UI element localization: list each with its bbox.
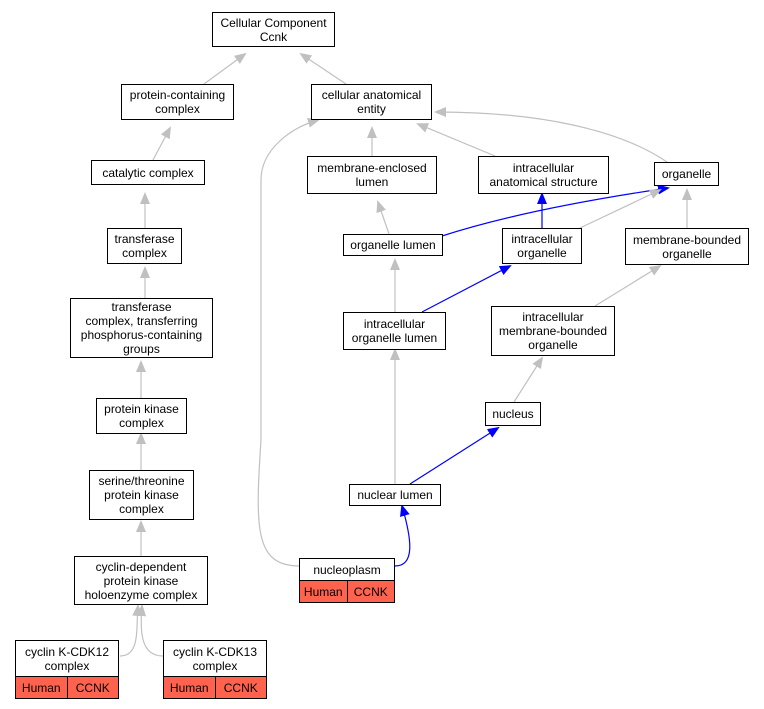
annotation-species-badge[interactable]: Human xyxy=(16,677,67,698)
edge-cdk12-to-holoenzyme xyxy=(119,604,143,657)
node-cyclin-k-cdk12-complex[interactable]: cyclin K-CDK12 complex Human CCNK xyxy=(15,640,119,699)
node-cellular-component-root[interactable]: Cellular Component Ccnk xyxy=(212,12,335,47)
node-protein-kinase-complex[interactable]: protein kinase complex xyxy=(96,398,187,434)
node-catalytic-complex[interactable]: catalytic complex xyxy=(91,160,205,185)
node-label: organelle lumen xyxy=(350,238,436,252)
annotation-row: Human CCNK xyxy=(16,676,118,698)
node-transferase-complex-phosphorus[interactable]: transferase complex, transferring phosph… xyxy=(70,298,213,358)
node-cyclin-k-cdk13-complex[interactable]: cyclin K-CDK13 complex Human CCNK xyxy=(163,640,267,699)
edge-protein-complex-to-root xyxy=(203,52,247,85)
annotation-row: Human CCNK xyxy=(164,676,266,698)
annotation-gene-badge[interactable]: CCNK xyxy=(66,677,118,698)
edge-organelle-to-anatomical-entity xyxy=(434,107,668,163)
edge-nucleus-to-intracellular-mbo xyxy=(513,356,544,403)
edge-nuclear-lumen-to-nucleus xyxy=(409,426,500,485)
edge-intracellular-organelle-to-organelle xyxy=(579,189,662,229)
edge-anatomical-entity-to-root xyxy=(299,52,347,85)
node-label: catalytic complex xyxy=(102,165,194,180)
node-label: cyclin K-CDK13 complex xyxy=(172,644,258,673)
annotation-gene-badge[interactable]: CCNK xyxy=(214,677,266,698)
node-label: nucleoplasm xyxy=(313,562,381,577)
edge-intracellular-lumen-to-intracellular-organelle xyxy=(421,265,512,313)
node-organelle-lumen[interactable]: organelle lumen xyxy=(343,234,443,256)
node-label: membrane-bounded organelle xyxy=(632,232,742,261)
annotation-species-badge[interactable]: Human xyxy=(300,581,347,602)
edge-organelle-lumen-to-organelle xyxy=(441,184,670,237)
edge-cdk13-to-holoenzyme xyxy=(136,604,164,657)
edge-intracellular-mbo-to-membrane-bounded xyxy=(594,264,662,307)
node-label: intracellular organelle xyxy=(511,232,573,260)
node-label: serine/threonine protein kinase complex xyxy=(98,474,185,516)
node-protein-containing-complex[interactable]: protein-containing complex xyxy=(121,84,234,120)
node-label: membrane-enclosed lumen xyxy=(317,161,427,189)
node-cellular-anatomical-entity[interactable]: cellular anatomical entity xyxy=(311,84,432,120)
node-label: Cellular Component Ccnk xyxy=(220,15,327,44)
node-label: transferase complex xyxy=(114,232,175,260)
edge-intracellular-structure-to-anatomical-entity xyxy=(416,123,496,157)
node-intracellular-organelle[interactable]: intracellular organelle xyxy=(502,228,582,264)
node-label: transferase complex, transferring phosph… xyxy=(80,300,203,356)
node-label: organelle xyxy=(661,167,712,181)
edge-catalytic-to-protein-complex xyxy=(152,126,171,161)
node-label: intracellular membrane-bounded organelle xyxy=(498,310,608,352)
node-transferase-complex[interactable]: transferase complex xyxy=(107,228,182,264)
edge-nucleoplasm-to-anatomical-entity xyxy=(257,117,320,567)
node-serine-threonine-protein-kinase-complex[interactable]: serine/threonine protein kinase complex xyxy=(89,470,194,520)
node-label: cyclin K-CDK12 complex xyxy=(24,644,110,673)
node-intracellular-anatomical-structure[interactable]: intracellular anatomical structure xyxy=(478,156,609,194)
node-nucleus[interactable]: nucleus xyxy=(485,402,541,426)
node-cyclin-dependent-protein-kinase-holoenzyme[interactable]: cyclin-dependent protein kinase holoenzy… xyxy=(74,556,208,605)
node-label: cellular anatomical entity xyxy=(321,88,422,116)
annotation-gene-badge[interactable]: CCNK xyxy=(346,581,394,602)
node-label: intracellular anatomical structure xyxy=(489,161,598,189)
node-organelle[interactable]: organelle xyxy=(654,162,719,186)
node-membrane-enclosed-lumen[interactable]: membrane-enclosed lumen xyxy=(307,156,437,194)
edge-nucleoplasm-to-nuclear-lumen xyxy=(394,504,411,567)
annotation-species-badge[interactable]: Human xyxy=(164,677,215,698)
annotation-row: Human CCNK xyxy=(300,580,394,602)
node-label: nuclear lumen xyxy=(357,488,433,502)
node-intracellular-membrane-bounded-organelle[interactable]: intracellular membrane-bounded organelle xyxy=(491,306,615,356)
node-label: nucleus xyxy=(492,407,534,421)
node-label: protein-containing complex xyxy=(129,88,226,116)
node-nuclear-lumen[interactable]: nuclear lumen xyxy=(349,484,441,506)
node-label: protein kinase complex xyxy=(104,402,179,430)
node-nucleoplasm[interactable]: nucleoplasm Human CCNK xyxy=(299,558,395,603)
node-label: intracellular organelle lumen xyxy=(351,317,438,345)
node-intracellular-organelle-lumen[interactable]: intracellular organelle lumen xyxy=(343,312,446,350)
node-label: cyclin-dependent protein kinase holoenzy… xyxy=(84,559,198,602)
edge-organelle-lumen-to-membrane-lumen xyxy=(376,200,390,235)
node-membrane-bounded-organelle[interactable]: membrane-bounded organelle xyxy=(625,228,749,265)
